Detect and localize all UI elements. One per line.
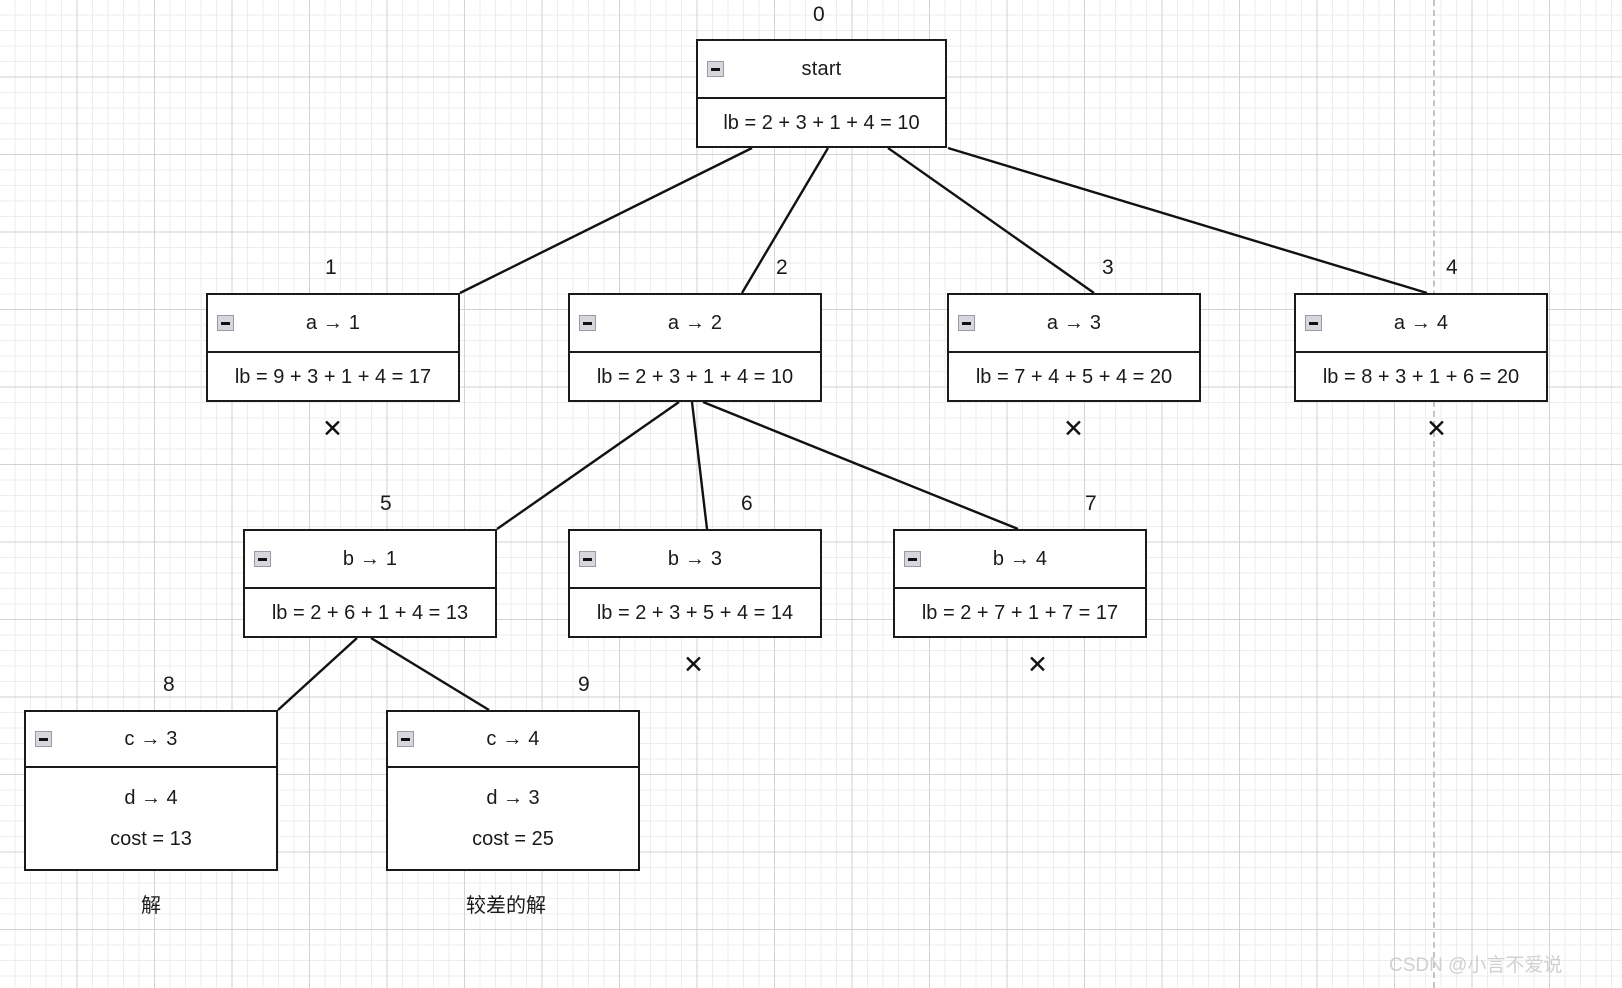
collapse-minus-icon[interactable] <box>397 731 414 747</box>
node-title-5: b → 1 <box>342 547 398 570</box>
node-number-7: 7 <box>1085 492 1097 515</box>
node-body-8: d → 4 cost = 13 <box>26 768 276 869</box>
node-line-6-0: lb = 2 + 3 + 5 + 4 = 14 <box>596 601 794 624</box>
node-header-8: c → 3 <box>26 712 276 768</box>
collapse-minus-icon[interactable] <box>1305 315 1322 331</box>
node-title-3: a → 3 <box>1046 311 1102 334</box>
node-body-7: lb = 2 + 7 + 1 + 7 = 17 <box>895 589 1145 636</box>
collapse-minus-icon[interactable] <box>579 551 596 567</box>
node-1[interactable]: a → 1 lb = 9 + 3 + 1 + 4 = 17 <box>206 293 460 402</box>
collapse-minus-icon[interactable] <box>707 61 724 77</box>
node-header-0: start <box>698 41 945 99</box>
node-line-4-0: lb = 8 + 3 + 1 + 6 = 20 <box>1322 365 1520 388</box>
node-body-6: lb = 2 + 3 + 5 + 4 = 14 <box>570 589 820 636</box>
watermark: CSDN @小言不爱说 <box>1389 955 1563 976</box>
node-title-8: c → 3 <box>124 727 178 750</box>
edge-5-to-8 <box>277 637 358 711</box>
pruned-x-icon-6: ✕ <box>683 651 704 679</box>
node-number-1: 1 <box>325 256 337 279</box>
pruned-x-icon-7: ✕ <box>1027 651 1048 679</box>
node-line-1-0: lb = 9 + 3 + 1 + 4 = 17 <box>234 365 432 388</box>
node-line-2-0: lb = 2 + 3 + 1 + 4 = 10 <box>596 365 794 388</box>
node-title-7: b → 4 <box>992 547 1048 570</box>
node-title-0: start <box>801 57 842 80</box>
node-body-0: lb = 2 + 3 + 1 + 4 = 10 <box>698 99 945 146</box>
node-title-9: c → 4 <box>486 727 540 750</box>
node-number-6: 6 <box>741 492 753 515</box>
node-4[interactable]: a → 4 lb = 8 + 3 + 1 + 6 = 20 <box>1294 293 1548 402</box>
node-5[interactable]: b → 1 lb = 2 + 6 + 1 + 4 = 13 <box>243 529 497 638</box>
node-title-6: b → 3 <box>667 547 723 570</box>
collapse-minus-icon[interactable] <box>904 551 921 567</box>
node-line-8-1: cost = 13 <box>110 828 192 850</box>
collapse-minus-icon[interactable] <box>217 315 234 331</box>
node-title-2: a → 2 <box>667 311 723 334</box>
collapse-minus-icon[interactable] <box>958 315 975 331</box>
edge-0-to-4 <box>947 146 1428 295</box>
node-title-4: a → 4 <box>1393 311 1449 334</box>
node-number-8: 8 <box>163 673 175 696</box>
node-number-9: 9 <box>578 673 590 696</box>
node-8[interactable]: c → 3 d → 4 cost = 13 <box>24 710 278 871</box>
collapse-minus-icon[interactable] <box>579 315 596 331</box>
node-header-1: a → 1 <box>208 295 458 353</box>
node-number-4: 4 <box>1446 256 1458 279</box>
page-break-guide <box>1433 0 1435 988</box>
node-line-7-0: lb = 2 + 7 + 1 + 7 = 17 <box>921 601 1119 624</box>
node-body-9: d → 3 cost = 25 <box>388 768 638 869</box>
node-body-4: lb = 8 + 3 + 1 + 6 = 20 <box>1296 353 1546 400</box>
node-body-5: lb = 2 + 6 + 1 + 4 = 13 <box>245 589 495 636</box>
node-header-2: a → 2 <box>570 295 820 353</box>
node-line-5-0: lb = 2 + 6 + 1 + 4 = 13 <box>271 601 469 624</box>
pruned-x-icon-1: ✕ <box>322 415 343 443</box>
node-9[interactable]: c → 4 d → 3 cost = 25 <box>386 710 640 871</box>
node-number-5: 5 <box>380 492 392 515</box>
node-line-3-0: lb = 7 + 4 + 5 + 4 = 20 <box>975 365 1173 388</box>
node-body-2: lb = 2 + 3 + 1 + 4 = 10 <box>570 353 820 400</box>
edge-0-to-3 <box>887 147 1095 294</box>
node-6[interactable]: b → 3 lb = 2 + 3 + 5 + 4 = 14 <box>568 529 822 638</box>
node-header-9: c → 4 <box>388 712 638 768</box>
node-number-3: 3 <box>1102 256 1114 279</box>
node-header-6: b → 3 <box>570 531 820 589</box>
node-line-9-1: cost = 25 <box>472 828 554 850</box>
node-caption-8: 解 <box>141 895 161 917</box>
node-caption-9: 较差的解 <box>466 895 546 917</box>
node-line-0-0: lb = 2 + 3 + 1 + 4 = 10 <box>723 111 920 134</box>
node-header-3: a → 3 <box>949 295 1199 353</box>
node-2[interactable]: a → 2 lb = 2 + 3 + 1 + 4 = 10 <box>568 293 822 402</box>
edge-2-to-5 <box>496 401 680 530</box>
pruned-x-icon-3: ✕ <box>1063 415 1084 443</box>
node-title-1: a → 1 <box>305 311 361 334</box>
edge-0-to-1 <box>459 146 753 295</box>
node-body-1: lb = 9 + 3 + 1 + 4 = 17 <box>208 353 458 400</box>
node-number-0: 0 <box>813 3 825 26</box>
node-7[interactable]: b → 4 lb = 2 + 7 + 1 + 7 = 17 <box>893 529 1147 638</box>
node-header-5: b → 1 <box>245 531 495 589</box>
pruned-x-icon-4: ✕ <box>1426 415 1447 443</box>
node-header-7: b → 4 <box>895 531 1145 589</box>
node-header-4: a → 4 <box>1296 295 1546 353</box>
node-number-2: 2 <box>776 256 788 279</box>
node-line-9-0: d → 3 <box>486 787 540 809</box>
node-3[interactable]: a → 3 lb = 7 + 4 + 5 + 4 = 20 <box>947 293 1201 402</box>
edge-5-to-9 <box>370 636 490 712</box>
node-line-8-0: d → 4 <box>124 787 178 809</box>
collapse-minus-icon[interactable] <box>254 551 271 567</box>
edge-2-to-6 <box>690 401 709 530</box>
collapse-minus-icon[interactable] <box>35 731 52 747</box>
node-0[interactable]: start lb = 2 + 3 + 1 + 4 = 10 <box>696 39 947 148</box>
node-body-3: lb = 7 + 4 + 5 + 4 = 20 <box>949 353 1199 400</box>
